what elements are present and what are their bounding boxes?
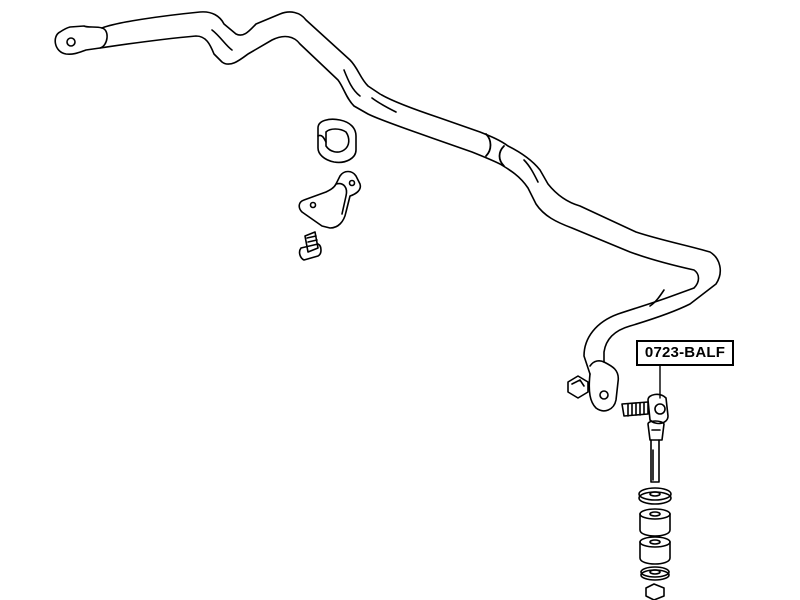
link-nut [567,375,589,399]
rubber-bushing [317,118,357,164]
stabilizer-bar [54,11,722,412]
part-number-label: 0723-BALF [636,340,734,366]
stabilizer-link [621,393,669,483]
bracket-bolt [298,231,322,261]
mounting-bracket [298,170,362,229]
lower-bushing-stack [638,487,672,600]
